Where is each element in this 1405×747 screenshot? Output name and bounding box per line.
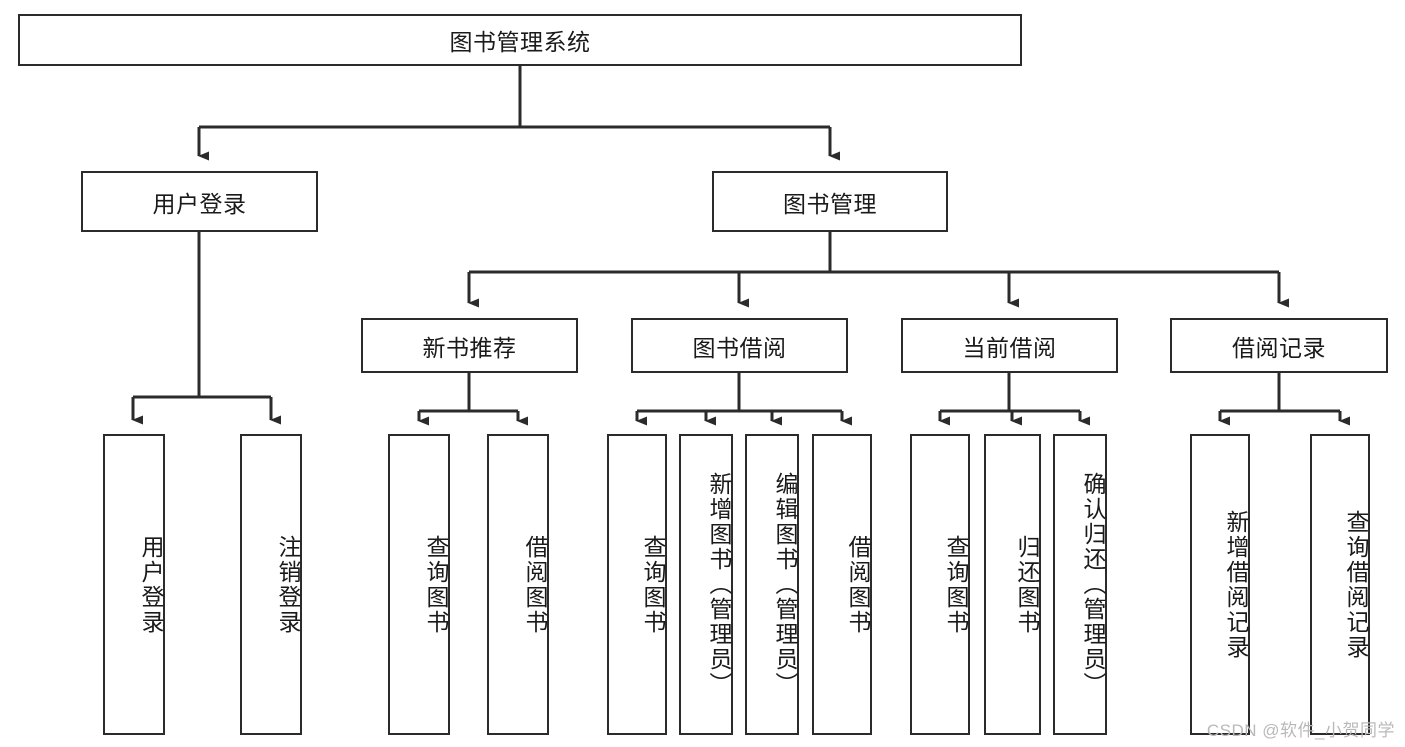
node-root[interactable]: 图书管理系统 [18, 14, 1022, 66]
node-leaf-borrow-book-1-label: 借阅图书 [522, 534, 548, 635]
node-leaf-confirm-return-admin-label: 确认归还（管理员） [1080, 472, 1106, 697]
node-new-book-recommend-label: 新书推荐 [422, 334, 517, 361]
node-leaf-borrow-book-2-label: 借阅图书 [845, 534, 871, 635]
node-leaf-add-borrow-record[interactable]: 新增借阅记录 [1190, 434, 1250, 735]
node-leaf-user-logout-label: 注销登录 [275, 534, 301, 635]
node-leaf-add-borrow-record-label: 新增借阅记录 [1223, 509, 1249, 660]
node-leaf-query-book-1-label: 查询图书 [423, 534, 449, 635]
node-leaf-edit-book-admin[interactable]: 编辑图书（管理员） [745, 434, 799, 735]
node-leaf-query-borrow-record[interactable]: 查询借阅记录 [1310, 434, 1370, 735]
node-leaf-return-book-label: 归还图书 [1014, 534, 1040, 635]
node-leaf-query-book-1[interactable]: 查询图书 [388, 434, 450, 735]
node-leaf-add-book-admin-label: 新增图书（管理员） [706, 472, 732, 697]
node-user-login[interactable]: 用户登录 [81, 171, 318, 232]
node-current-borrow-label: 当前借阅 [962, 334, 1057, 361]
node-current-borrow[interactable]: 当前借阅 [901, 318, 1118, 373]
node-leaf-add-book-admin[interactable]: 新增图书（管理员） [679, 434, 733, 735]
csdn-watermark: CSDN @软件_小贺同学 [1206, 721, 1395, 740]
node-book-manage-label: 图书管理 [783, 190, 877, 217]
node-leaf-query-borrow-record-label: 查询借阅记录 [1343, 509, 1369, 660]
node-leaf-query-book-2-label: 查询图书 [640, 534, 666, 635]
node-leaf-borrow-book-1[interactable]: 借阅图书 [487, 434, 549, 735]
node-borrow-record-label: 借阅记录 [1232, 334, 1326, 361]
node-leaf-user-logout[interactable]: 注销登录 [240, 434, 302, 735]
node-root-label: 图书管理系统 [449, 29, 591, 55]
node-new-book-recommend[interactable]: 新书推荐 [361, 318, 578, 373]
node-leaf-borrow-book-2[interactable]: 借阅图书 [812, 434, 872, 735]
node-leaf-edit-book-admin-label: 编辑图书（管理员） [772, 472, 798, 697]
node-book-borrow[interactable]: 图书借阅 [631, 318, 848, 373]
node-user-login-label: 用户登录 [152, 190, 247, 217]
node-leaf-user-login-label: 用户登录 [138, 534, 164, 635]
node-leaf-return-book[interactable]: 归还图书 [984, 434, 1041, 735]
node-leaf-confirm-return-admin[interactable]: 确认归还（管理员） [1053, 434, 1107, 735]
node-leaf-query-book-2[interactable]: 查询图书 [607, 434, 667, 735]
node-leaf-query-book-3-label: 查询图书 [943, 534, 969, 635]
node-leaf-user-login[interactable]: 用户登录 [103, 434, 165, 735]
node-borrow-record[interactable]: 借阅记录 [1170, 318, 1388, 373]
node-book-borrow-label: 图书借阅 [692, 334, 787, 361]
node-book-manage[interactable]: 图书管理 [712, 171, 948, 232]
node-leaf-query-book-3[interactable]: 查询图书 [910, 434, 970, 735]
